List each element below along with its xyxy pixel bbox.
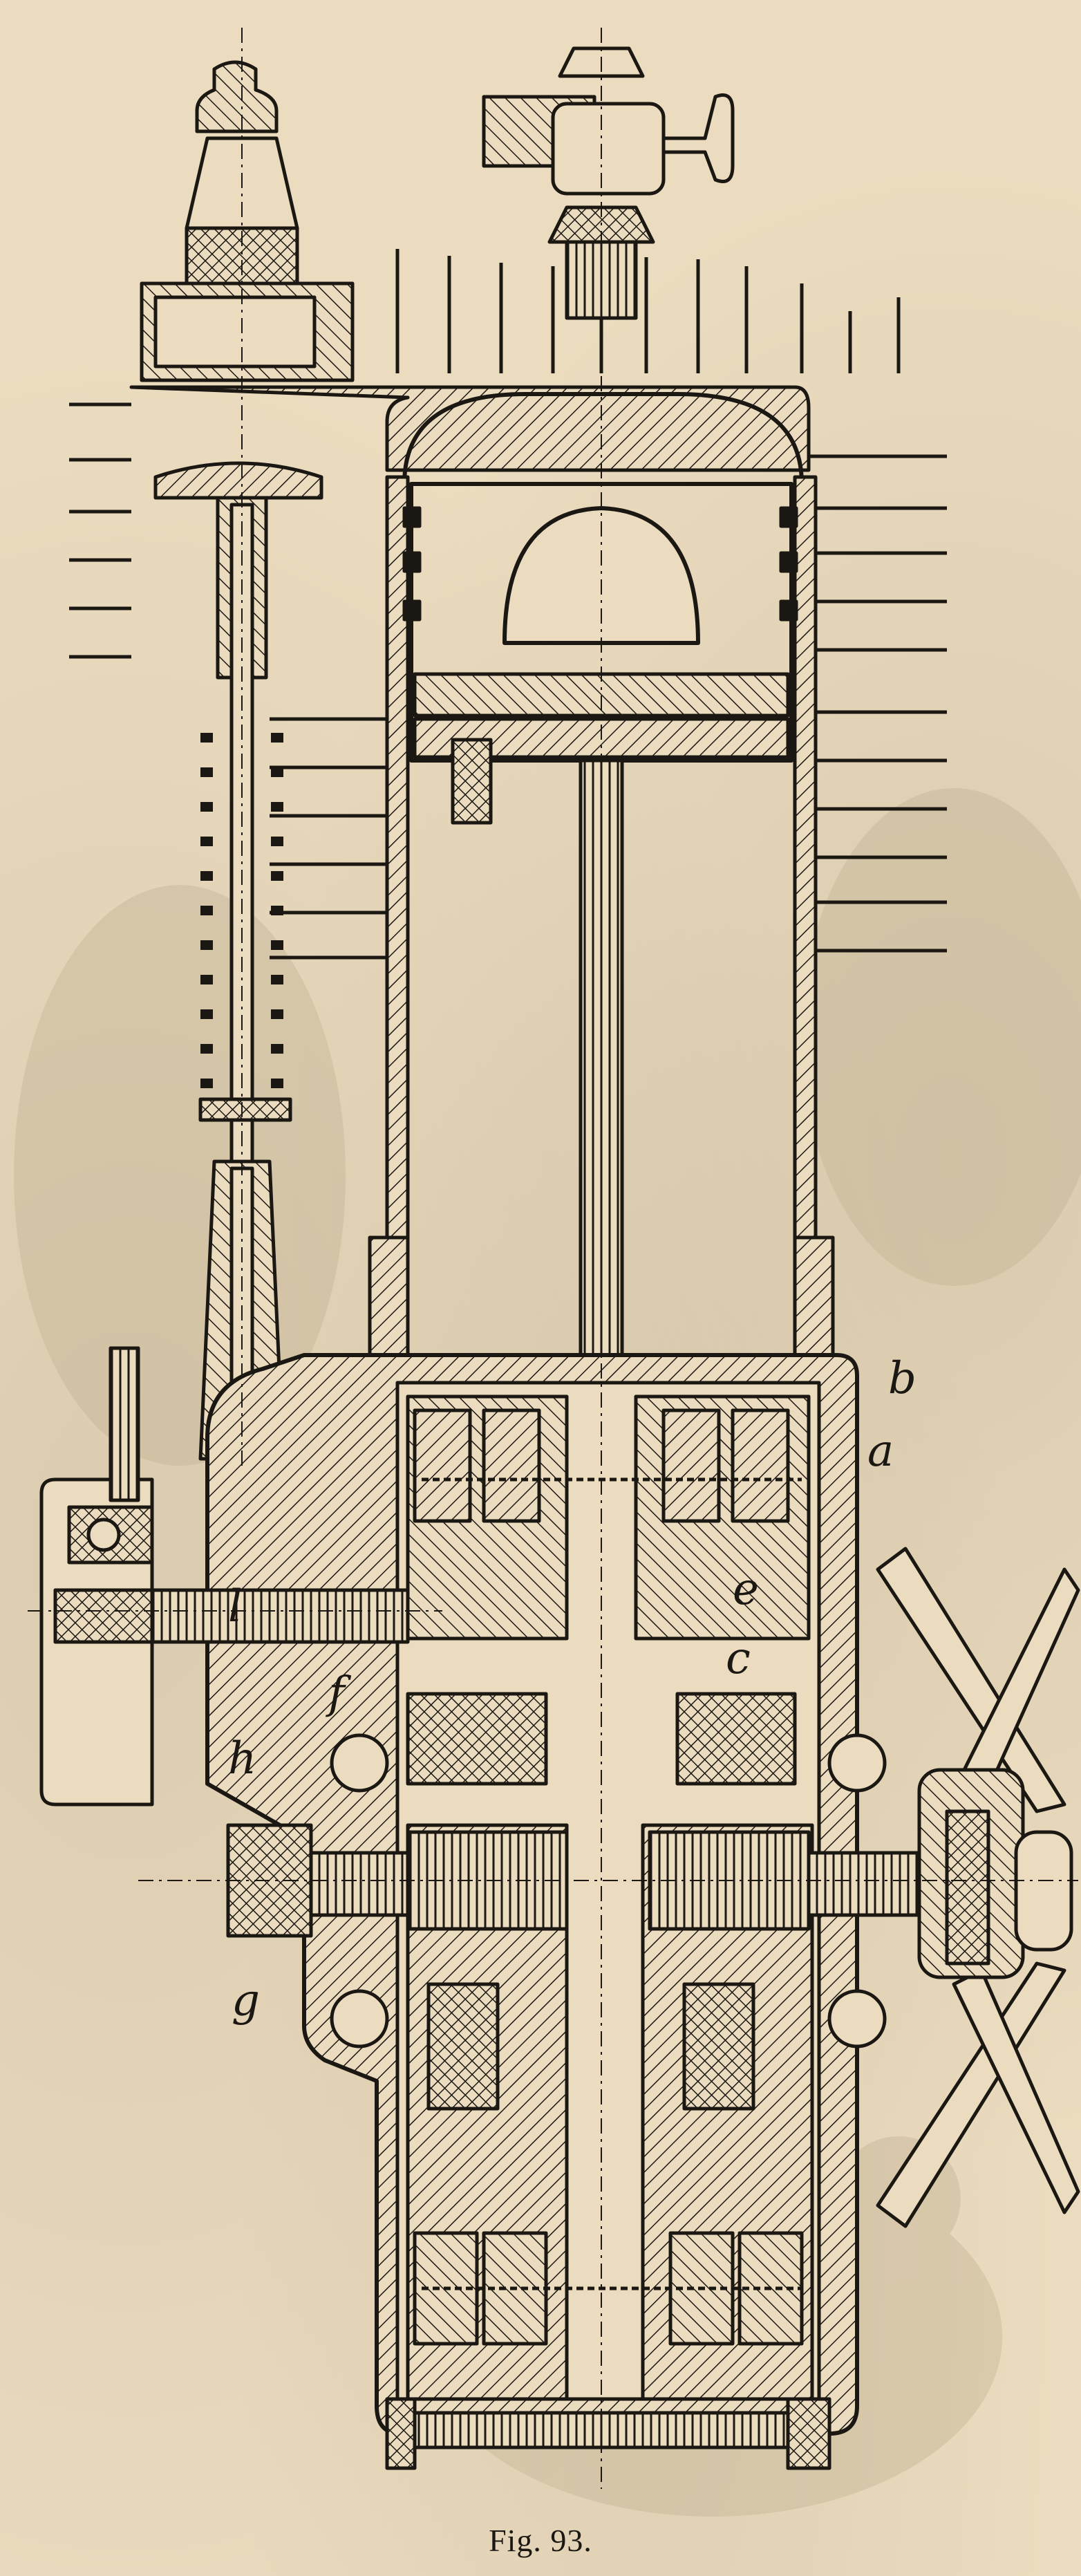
sump-bolt: [385, 2397, 831, 2470]
label-l: l: [228, 1581, 242, 1632]
valve-spring: [200, 733, 283, 1088]
center-lines: [28, 28, 1078, 2489]
label-a: a: [867, 1426, 894, 1477]
flywheels: [406, 1394, 814, 2401]
cylinder-barrel: [368, 475, 835, 1364]
cooling-fins: [69, 249, 947, 960]
figure-caption: Fig. 93.: [489, 2523, 592, 2558]
part-labels: b a e c l f h g: [228, 1353, 916, 2026]
label-b: b: [888, 1353, 916, 1404]
compression-tap: [482, 46, 735, 320]
label-e: e: [733, 1564, 759, 1615]
cylinder-head: [129, 281, 811, 485]
label-c: c: [726, 1633, 751, 1684]
belt-pulley: [876, 1547, 1080, 2228]
label-g: g: [232, 1975, 260, 2026]
main-shaft: [53, 1588, 1018, 2048]
label-h: h: [228, 1733, 256, 1784]
